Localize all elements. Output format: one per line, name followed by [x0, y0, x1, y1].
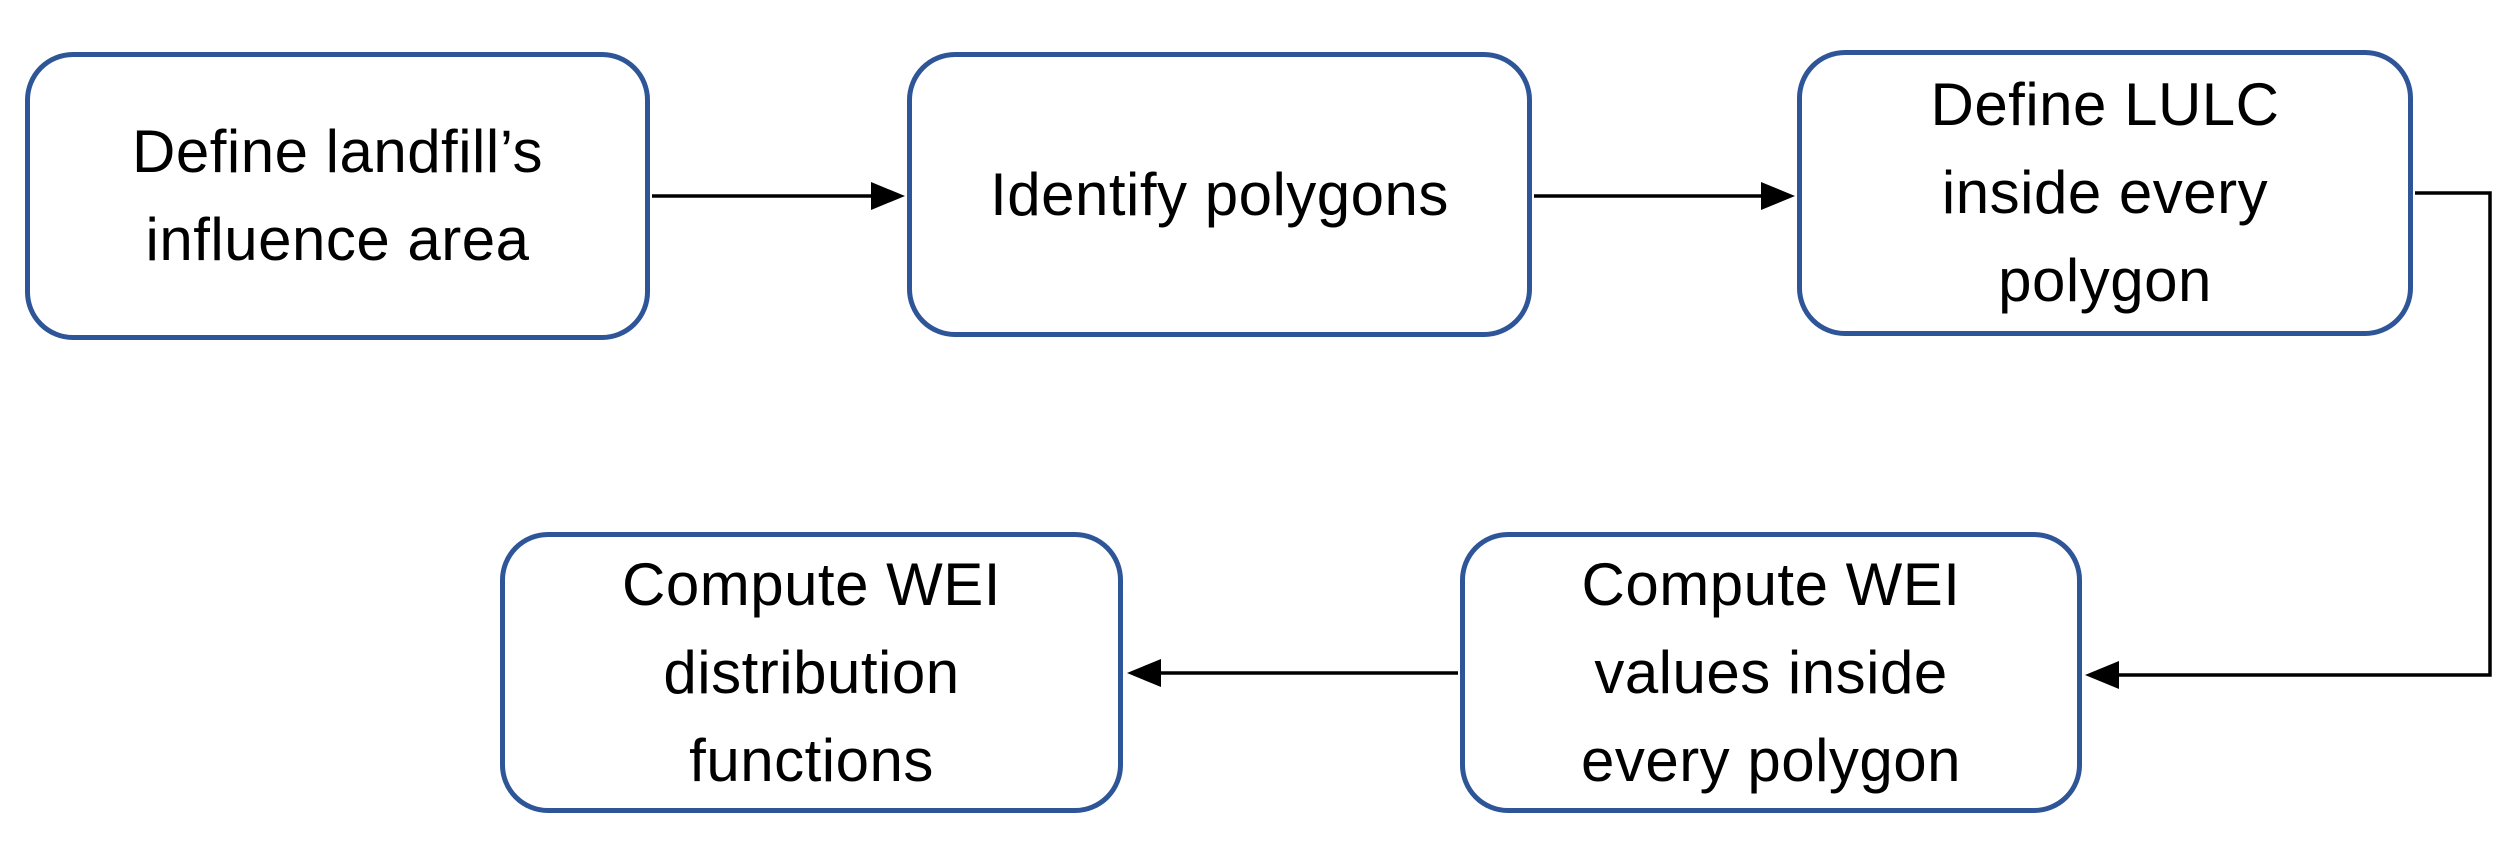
step-label-line: influence area [145, 206, 530, 273]
arrow-define-to-identify [652, 182, 905, 210]
step-define-lulc: Define LULC inside every polygon [1797, 50, 2413, 336]
step-compute-wei-values: Compute WEI values inside every polygon [1460, 532, 2082, 813]
step-label-line: Identify polygons [990, 160, 1449, 228]
step-label-line: every polygon [1580, 726, 1962, 794]
step-label-line: distribution [663, 638, 960, 706]
step-label-line: polygon [1998, 247, 2212, 314]
arrow-wei-values-to-distribution [1127, 659, 1458, 687]
step-label-line: functions [689, 726, 934, 794]
step-label-line: Define LULC [1930, 71, 2280, 138]
arrow-identify-to-lulc [1534, 182, 1795, 210]
step-label-line: Compute WEI [622, 550, 1001, 618]
step-compute-wei-distribution: Compute WEI distribution functions [500, 532, 1123, 813]
step-label-line: inside every [1941, 159, 2269, 226]
step-label-line: Compute WEI [1581, 550, 1961, 618]
step-define-influence-area: Define landfill’s influence area [25, 52, 650, 340]
step-label-line: Define landfill’s [132, 118, 543, 185]
step-identify-polygons: Identify polygons [907, 52, 1532, 337]
step-label-line: values inside [1594, 638, 1948, 706]
